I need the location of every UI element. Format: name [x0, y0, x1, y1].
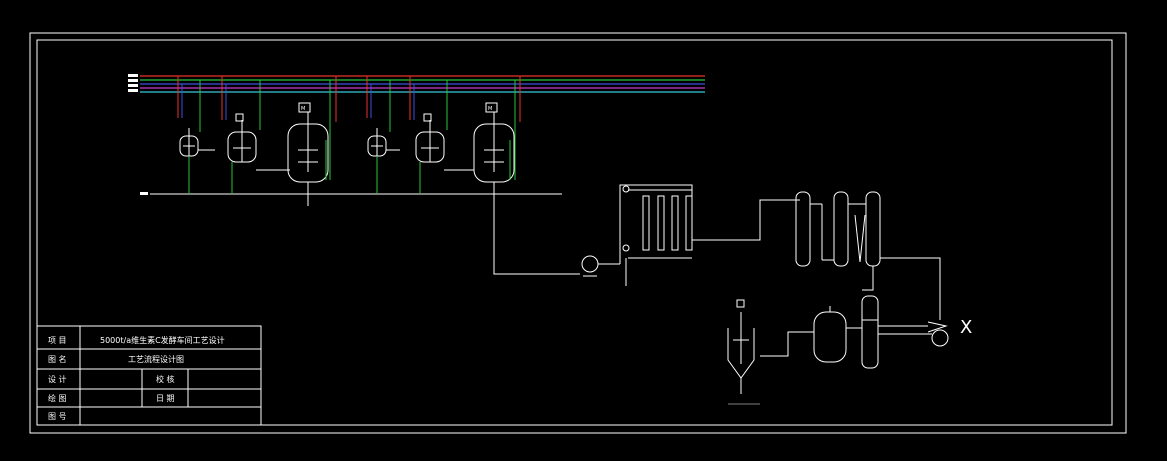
seed-tank-4	[415, 113, 474, 194]
utility-header-pipes	[128, 74, 705, 93]
seed-tank-1	[179, 128, 215, 194]
seed-tank-3	[367, 128, 400, 194]
filter-line	[619, 184, 800, 264]
fermenter-1: M	[287, 102, 329, 206]
svg-text:M: M	[488, 106, 492, 112]
receiver-tank	[813, 306, 862, 363]
column-3	[848, 191, 881, 267]
draw-label: 绘 图	[48, 393, 67, 403]
date-label: 日 期	[156, 394, 175, 403]
number-label: 图 号	[48, 412, 67, 421]
vacuum-pump-icon	[878, 321, 949, 347]
crystallizer-tank	[727, 299, 760, 405]
inner-frame	[36, 39, 1113, 426]
outer-frame	[29, 32, 1127, 434]
project-value: 5000t/a维生素C发酵车间工艺设计	[100, 335, 225, 345]
column-2	[810, 191, 849, 267]
fermenter-1-motor-icon	[298, 102, 311, 113]
svg-text:M: M	[301, 106, 305, 112]
separator-column	[861, 295, 879, 369]
fermenter-2-motor-icon	[485, 102, 498, 113]
transfer-line	[493, 182, 580, 275]
project-label: 项 目	[48, 336, 67, 345]
check-label: 校 核	[156, 374, 175, 384]
seed-tank-2	[227, 113, 290, 194]
drawing-name-label: 图 名	[48, 354, 67, 364]
design-label: 设 计	[48, 374, 67, 384]
column-1	[795, 191, 811, 267]
end-mark: X	[960, 317, 972, 338]
fermenter-2: M	[473, 102, 515, 183]
svg-text:X: X	[960, 317, 972, 338]
filter-columns	[622, 185, 693, 286]
drawing-name-value: 工艺流程设计图	[128, 354, 184, 364]
title-block: 项 目 5000t/a维生素C发酵车间工艺设计 图 名 工艺流程设计图 设 计 …	[36, 325, 262, 426]
transfer-pump-icon	[581, 255, 620, 277]
return-line	[880, 257, 941, 320]
header-drops	[177, 76, 521, 180]
